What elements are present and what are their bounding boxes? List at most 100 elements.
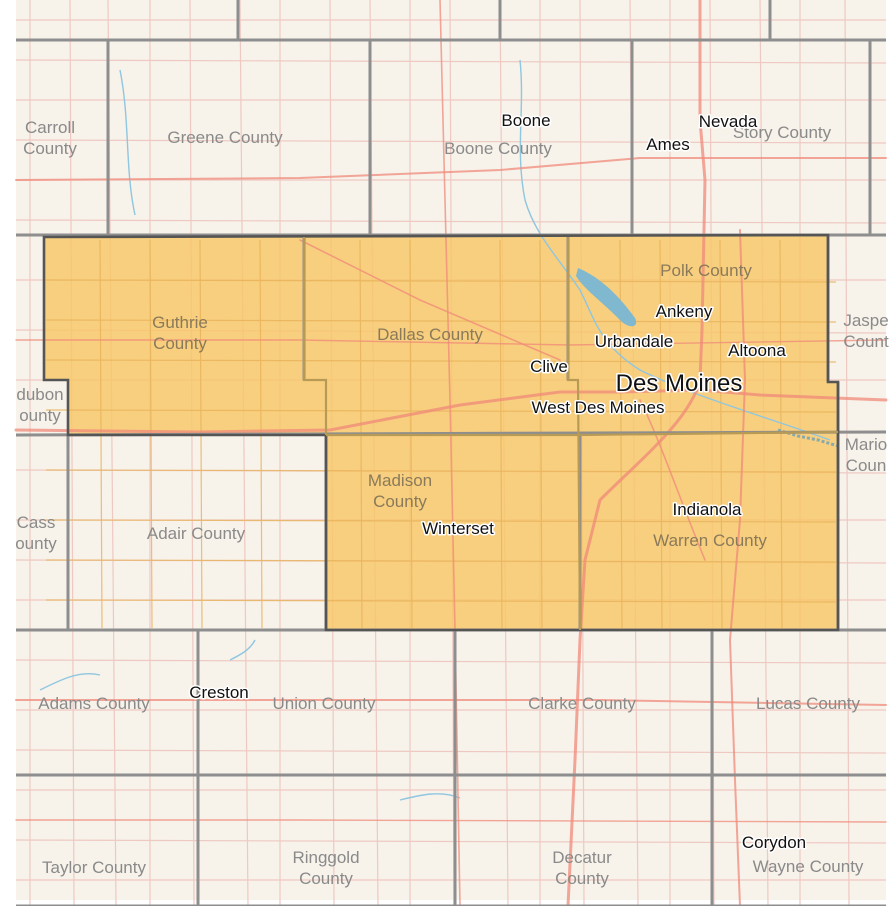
interstate-35 [566, 0, 707, 906]
county-label-line: Madison [368, 471, 432, 490]
township-line [844, 0, 850, 906]
us-highway-6 [15, 339, 887, 346]
city-label-des-moines[interactable]: Des Moines [614, 369, 744, 399]
river [229, 639, 256, 661]
city-label-corydon[interactable]: Corydon [740, 832, 807, 854]
county-label-line: Cass [17, 513, 56, 532]
county-label-line: Boone County [444, 139, 552, 158]
us-highway-30 [15, 157, 887, 181]
county-label-polk: Polk County [660, 261, 752, 280]
county-label-line: Polk County [660, 261, 752, 280]
city-label-urbandale[interactable]: Urbandale [593, 331, 674, 353]
county-label-line: ounty [19, 406, 61, 425]
county-label-line: ounty [15, 534, 57, 553]
township-line [15, 59, 887, 64]
county-label-line: Decatur [552, 848, 612, 867]
us-highway-2 [15, 819, 887, 823]
region-township-line [45, 469, 837, 473]
waterways [39, 59, 831, 801]
county-label-line: County [299, 869, 353, 888]
county-label-warren: Warren County [653, 531, 767, 550]
county-label-line: Taylor County [42, 858, 146, 877]
township-line [15, 139, 887, 144]
city-label-clive[interactable]: Clive [529, 356, 570, 378]
county-label-line: County [23, 139, 77, 158]
county-label-wayne: Wayne County [753, 857, 864, 876]
region-township-line [45, 599, 837, 603]
highways [14, 0, 888, 906]
county-label-line: Wayne County [753, 857, 864, 876]
interstate-80 [14, 388, 888, 434]
township-line [189, 0, 195, 906]
iowa-highway-141 [299, 239, 561, 361]
county-label-taylor: Taylor County [42, 858, 146, 877]
county-label-line: Jaspe [843, 311, 888, 330]
river [119, 69, 136, 216]
region-township-line [45, 359, 837, 363]
county-label-line: Dallas County [377, 325, 483, 344]
county-label-story: Story County [733, 123, 832, 142]
county-label-line: Count [843, 332, 889, 351]
river [39, 673, 101, 691]
county-label-line: Carroll [25, 118, 75, 137]
saylorville-lake [576, 268, 637, 327]
county-label-line: County [153, 334, 207, 353]
iowa-highway-5 [639, 399, 706, 561]
township-line [15, 749, 887, 754]
township-line [15, 219, 887, 224]
region-township-line [45, 409, 837, 413]
county-label-line: County [555, 869, 609, 888]
region-township-line [45, 519, 837, 523]
county-label-line: Mario [845, 435, 888, 454]
city-label-indianola[interactable]: Indianola [671, 499, 744, 521]
city-label-nevada[interactable]: Nevada [697, 111, 759, 133]
us-highway-34 [15, 699, 887, 706]
region-township-line [45, 559, 837, 563]
city-label-ames[interactable]: Ames [645, 134, 691, 156]
region-township-line [779, 239, 783, 629]
county-label-line: Clarke County [528, 694, 636, 713]
township-line [69, 0, 75, 906]
township-line [15, 839, 887, 844]
region-township-line [45, 319, 837, 323]
city-label-winterset[interactable]: Winterset [421, 518, 496, 540]
county-label-greene: Greene County [167, 128, 283, 147]
township-line [239, 0, 249, 906]
highlighted-region-outline [42, 233, 840, 632]
city-label-west-des-moines[interactable]: West Des Moines [530, 397, 666, 419]
county-label-adams: Adams County [38, 694, 150, 713]
us-highway-65 [728, 229, 747, 906]
county-label-line: Guthrie [152, 313, 208, 332]
county-label-cass: Cass ounty [15, 513, 57, 553]
county-label-line: Lucas County [756, 694, 860, 713]
county-label-line: Union County [272, 694, 376, 713]
us-highway-169 [439, 0, 461, 906]
city-label-boone[interactable]: Boone [500, 110, 552, 132]
county-label-line: County [373, 492, 427, 511]
county-label-line: Warren County [653, 531, 767, 550]
city-label-altoona[interactable]: Altoona [727, 340, 788, 362]
county-label-clarke: Clarke County [528, 694, 636, 713]
region-internal-boundary [302, 237, 839, 631]
county-label-boone: Boone County [444, 139, 552, 158]
county-label-line: Adams County [38, 694, 150, 713]
city-label-ankeny[interactable]: Ankeny [654, 301, 714, 323]
county-label-dallas: Dallas County [377, 325, 483, 344]
county-label-line: Ringgold [292, 848, 359, 867]
county-label-line: Greene County [167, 128, 283, 147]
city-label-creston[interactable]: Creston [188, 682, 251, 704]
county-label-line: Coun [846, 456, 887, 475]
township-line [15, 659, 887, 664]
county-label-union: Union County [272, 694, 376, 713]
river [519, 59, 831, 441]
county-label-line: Adair County [147, 524, 246, 543]
